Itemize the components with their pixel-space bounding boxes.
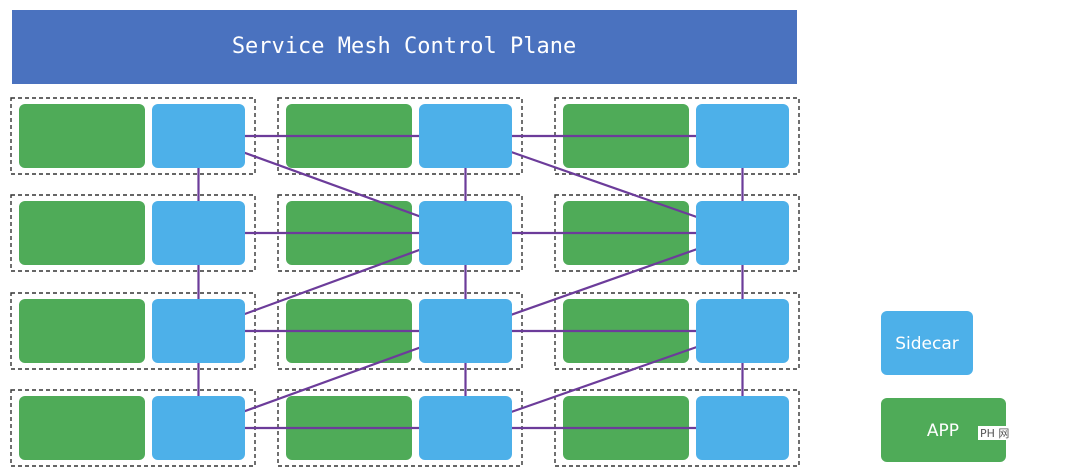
legend-sidecar-label: Sidecar: [895, 334, 959, 354]
sidecar-box-r2-c1: [419, 299, 512, 363]
mesh-links-layer: [197, 134, 744, 430]
sidecar-box-r2-c0: [152, 299, 245, 363]
watermark-text: PH 网: [980, 427, 1009, 440]
legend-app-swatch: [881, 398, 1006, 462]
app-box-r3-c0: [19, 396, 145, 460]
sidecar-box-r3-c0: [152, 396, 245, 460]
sidecar-box-r3-c1: [419, 396, 512, 460]
watermark-background: [978, 426, 1008, 440]
app-box-r2-c0: [19, 299, 145, 363]
sidecar-box-r0-c1: [419, 104, 512, 168]
sidecar-box-r0-c2: [696, 104, 789, 168]
sidecar-box-r3-c2: [696, 396, 789, 460]
app-box-r1-c0: [19, 201, 145, 265]
sidecar-box-r2-c2: [696, 299, 789, 363]
legend-app-label: APP: [927, 421, 959, 441]
control-plane-title: Service Mesh Control Plane: [232, 34, 576, 59]
pods-layer: [10, 97, 800, 467]
app-box-r0-c0: [19, 104, 145, 168]
legend-sidecar-swatch: [881, 311, 973, 375]
sidecar-box-r0-c0: [152, 104, 245, 168]
sidecar-box-r1-c1: [419, 201, 512, 265]
control-plane-bar: [12, 10, 797, 84]
sidecar-box-r1-c0: [152, 201, 245, 265]
sidecars-layer: [152, 104, 789, 460]
sidecar-box-r1-c2: [696, 201, 789, 265]
